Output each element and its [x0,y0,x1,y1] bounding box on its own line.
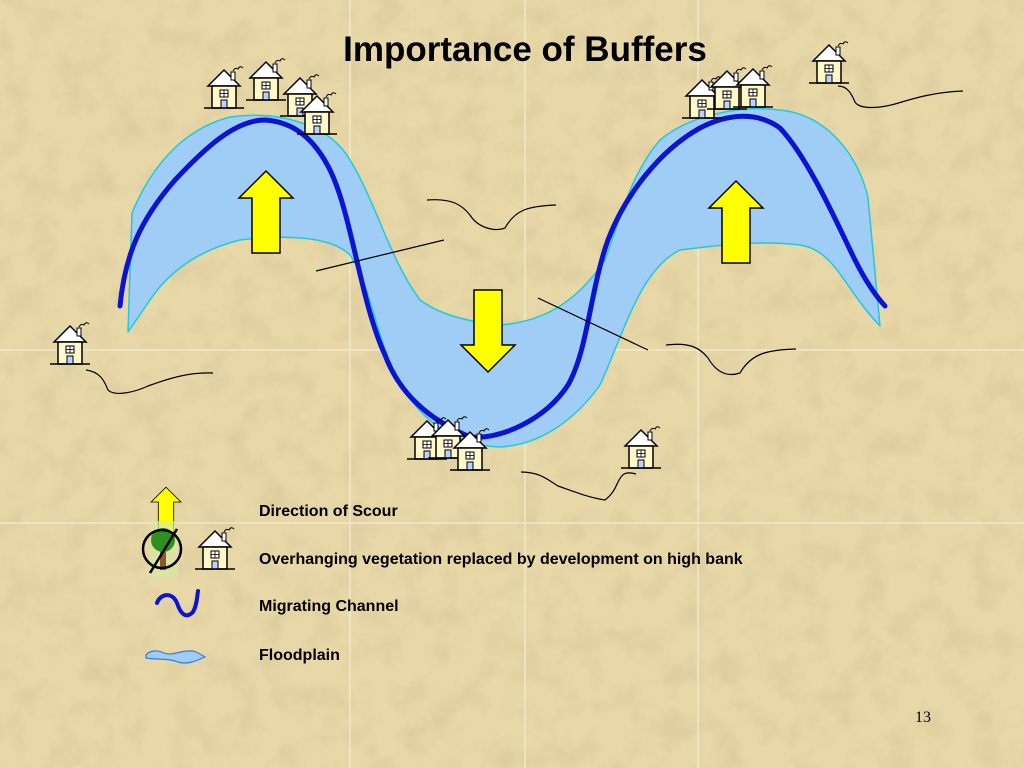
legend-icons [141,486,236,664]
migrating-channel [117,113,888,440]
legend-scour-label: Direction of Scour [259,503,398,520]
high-bank-lines [85,85,964,501]
slide-title: Importance of Buffers [343,30,707,69]
legend-house-icon [194,526,236,570]
page-number: 13 [915,709,931,726]
floodplain [127,108,881,448]
legend-channel-icon [155,589,200,618]
legend-floodplain-icon [145,650,207,664]
legend-floodplain-label: Floodplain [259,647,340,664]
legend-vegetation-label: Overhanging vegetation replaced by devel… [259,551,743,568]
legend-no-vegetation-icon [141,521,183,577]
legend-channel-label: Migrating Channel [259,598,399,615]
